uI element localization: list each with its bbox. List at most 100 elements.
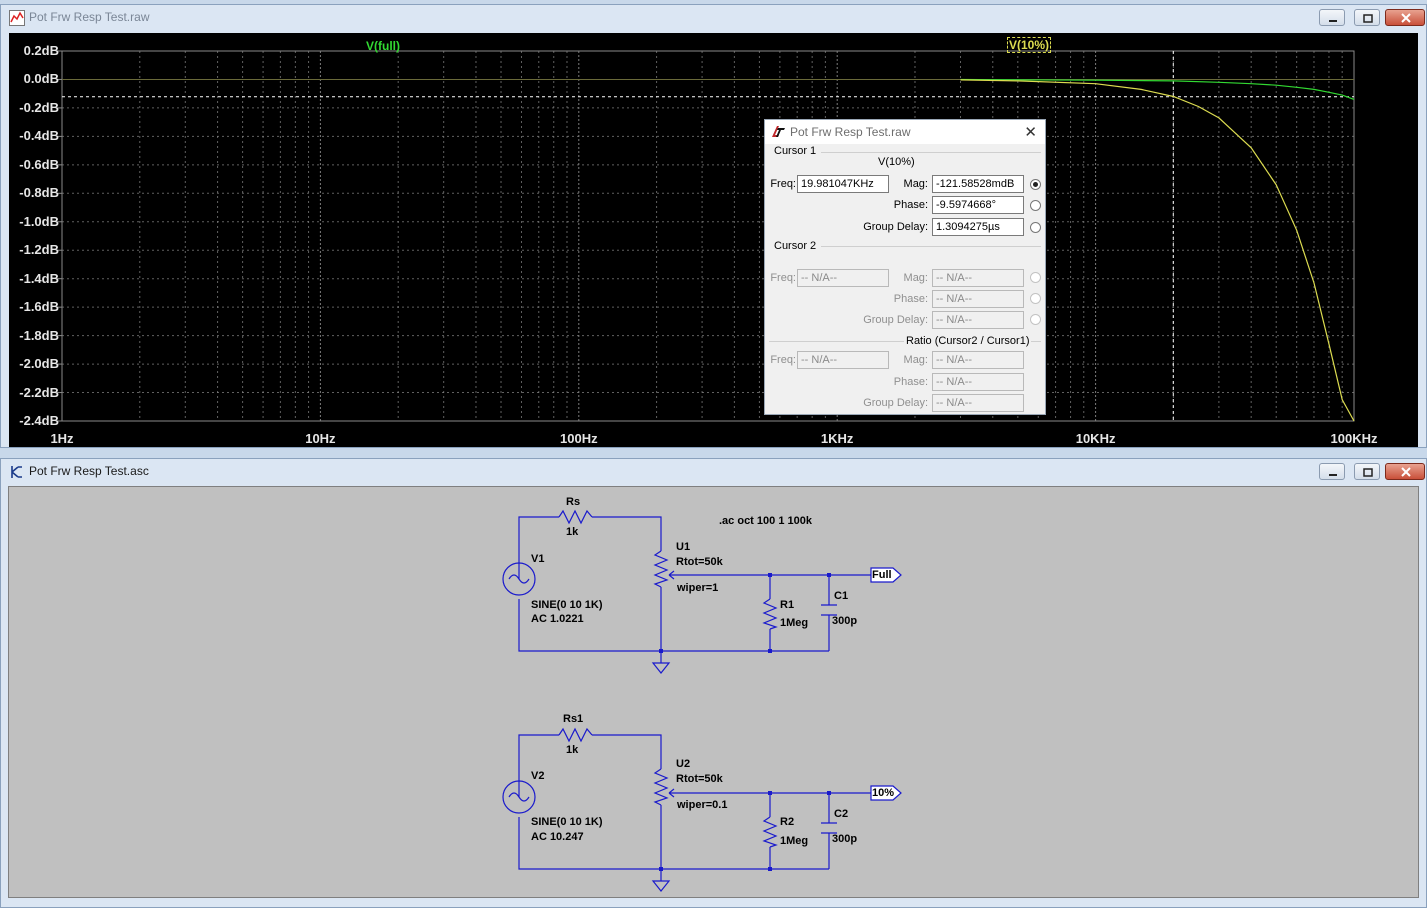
series-10pct-line <box>960 79 1355 422</box>
net-flag-10pct[interactable] <box>870 785 902 801</box>
cursor1-freq-label: Freq: <box>770 178 796 190</box>
trace-label-full[interactable]: V(full) <box>366 39 400 53</box>
cursor2-freq-label: Freq: <box>770 272 796 284</box>
v1-line1: SINE(0 10 1K) <box>531 599 603 611</box>
c1-name: C1 <box>834 590 849 602</box>
minimize-button[interactable] <box>1319 9 1345 26</box>
trace-label-10pct[interactable]: V(10%) <box>1007 37 1052 53</box>
cursor-dialog-titlebar[interactable]: Pot Frw Resp Test.raw ✕ <box>765 120 1045 144</box>
minimize-icon <box>1329 20 1337 22</box>
c1-capacitor[interactable] <box>821 604 837 616</box>
cursor2-phase-field: -- N/A-- <box>932 290 1024 308</box>
cursor1-mag-radio[interactable] <box>1030 179 1041 190</box>
schematic-window-title: Pot Frw Resp Test.asc <box>29 464 149 478</box>
v1-line2: AC 1.0221 <box>531 613 584 625</box>
close-icon <box>1401 467 1411 477</box>
cursor-dialog: Pot Frw Resp Test.raw ✕ Cursor 1 V(10%) … <box>764 119 1046 415</box>
schematic-icon <box>11 466 22 478</box>
plot-window-titlebar[interactable]: Pot Frw Resp Test.raw <box>1 5 1426 31</box>
plot-window: Pot Frw Resp Test.raw V(full) V(10%) 0.2… <box>0 4 1427 448</box>
v2-line1: SINE(0 10 1K) <box>531 816 603 828</box>
minimize-icon <box>1329 474 1337 476</box>
ac-directive[interactable]: .ac oct 100 1 100k <box>719 515 812 527</box>
ratio-heading: Ratio (Cursor2 / Cursor1) <box>904 335 1032 347</box>
x-tick-label: 1Hz <box>50 431 74 446</box>
y-tick-label: -1.0dB <box>19 213 59 229</box>
cursor2-group-delay-field: -- N/A-- <box>932 311 1024 329</box>
c2-value: 300p <box>832 833 858 845</box>
y-tick-label: -1.8dB <box>19 327 59 343</box>
restore-button[interactable] <box>1354 9 1380 26</box>
series-full-line <box>960 78 1355 100</box>
cursor1-phase-radio[interactable] <box>1030 200 1041 211</box>
ground2-icon <box>651 880 671 892</box>
schematic-close-button[interactable] <box>1385 463 1425 480</box>
cursor1-phase-label: Phase: <box>893 199 928 211</box>
net-label-full[interactable]: Full <box>872 569 892 581</box>
y-tick-label: -2.0dB <box>19 356 59 372</box>
u1-name: U1 <box>676 541 691 553</box>
y-tick-label: -0.4dB <box>19 128 59 144</box>
plot-border <box>61 50 1355 422</box>
cursor1-group-delay-field[interactable]: 1.3094275µs <box>932 218 1024 236</box>
y-tick-label: -2.2dB <box>19 384 59 400</box>
cursor2-mag-field: -- N/A-- <box>932 269 1024 287</box>
schematic-wiring[interactable] <box>9 487 1420 899</box>
v2-source[interactable] <box>502 780 536 814</box>
v2-line2: AC 10.247 <box>531 831 584 843</box>
u2-wiper: wiper=0.1 <box>677 799 728 811</box>
u2-rtot: Rtot=50k <box>676 773 723 785</box>
x-tick-label: 100KHz <box>1330 431 1378 446</box>
net-label-10pct[interactable]: 10% <box>872 787 895 799</box>
schematic-restore-button[interactable] <box>1354 463 1380 480</box>
y-tick-label: -1.6dB <box>19 299 59 315</box>
y-tick-label: -0.2dB <box>19 99 59 115</box>
c2-name: C2 <box>834 808 849 820</box>
r1-resistor[interactable] <box>762 598 778 630</box>
ratio-mag-label: Mag: <box>903 354 928 366</box>
r2-resistor[interactable] <box>762 816 778 848</box>
u2-name: U2 <box>676 758 691 770</box>
junction-dots <box>659 573 831 871</box>
ground1-icon <box>651 662 671 674</box>
cursor1-phase-field[interactable]: -9.5974668° <box>932 196 1024 214</box>
ratio-freq-field: -- N/A-- <box>797 351 889 369</box>
r1-value: 1Meg <box>780 617 809 629</box>
circuit1-wires <box>518 516 879 663</box>
cursor1-heading: Cursor 1 <box>774 145 817 157</box>
cursor1-mag-field[interactable]: -121.58528mdB <box>932 175 1024 193</box>
cursor1-group-delay-label: Group Delay: <box>863 221 928 233</box>
schematic-window-titlebar[interactable]: Pot Frw Resp Test.asc <box>1 459 1426 485</box>
ratio-freq-label: Freq: <box>770 354 796 366</box>
restore-icon <box>1363 468 1373 477</box>
rs1-resistor[interactable] <box>558 727 593 743</box>
y-tick-label: -0.8dB <box>19 185 59 201</box>
schematic-minimize-button[interactable] <box>1319 463 1345 480</box>
v2-name: V2 <box>531 770 545 782</box>
cursor2-phase-radio <box>1030 293 1041 304</box>
rs-resistor[interactable] <box>558 509 593 525</box>
close-button[interactable] <box>1385 9 1425 26</box>
r1-name: R1 <box>780 599 795 611</box>
net-flag-full[interactable] <box>870 567 902 583</box>
circuit2-wires <box>518 734 879 881</box>
waveform-icon <box>9 10 25 26</box>
u2-potentiometer[interactable] <box>653 768 669 806</box>
y-tick-label: -2.4dB <box>19 413 59 428</box>
c2-capacitor[interactable] <box>821 822 837 834</box>
cursor1-group-delay-radio[interactable] <box>1030 222 1041 233</box>
cursor-dialog-title: Pot Frw Resp Test.raw <box>790 125 911 139</box>
v1-source[interactable] <box>502 562 536 596</box>
y-tick-label: 0.2dB <box>23 43 59 58</box>
u1-potentiometer[interactable] <box>653 550 669 588</box>
r2-value: 1Meg <box>780 835 809 847</box>
schematic-canvas[interactable]: .ac oct 100 1 100k Rs 1k V1 SINE(0 10 1K… <box>8 486 1419 898</box>
plot-canvas[interactable] <box>9 33 1418 447</box>
cursor1-freq-field[interactable]: 19.981047KHz <box>797 175 889 193</box>
cursor2-group-delay-radio <box>1030 314 1041 325</box>
y-tick-label: -1.4dB <box>19 270 59 286</box>
dialog-close-icon[interactable]: ✕ <box>1024 124 1037 141</box>
restore-icon <box>1363 14 1373 23</box>
rs-value: 1k <box>566 526 579 538</box>
